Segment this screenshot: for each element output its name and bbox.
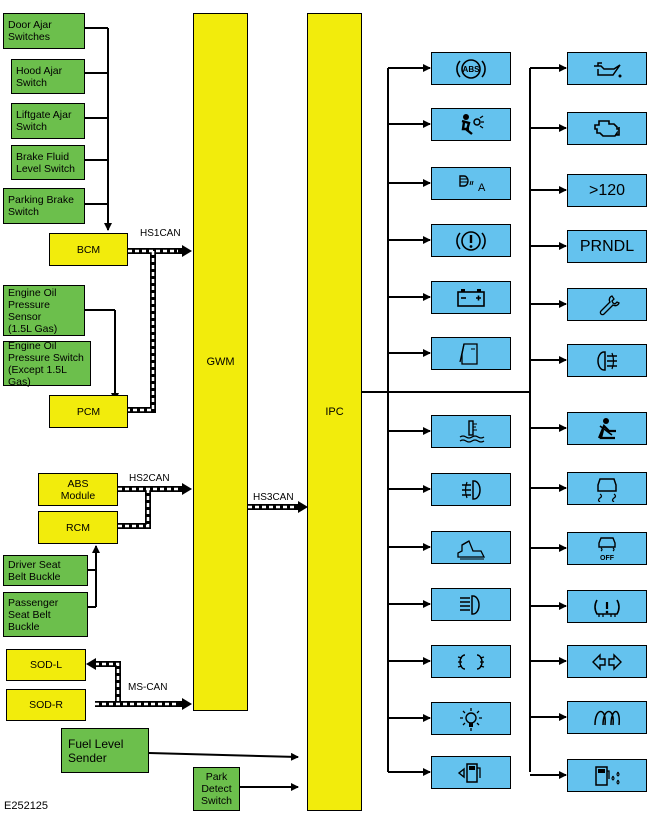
hs1can-label: HS1CAN — [140, 228, 181, 239]
prndl-text-label: PRNDL — [579, 237, 635, 255]
coolant-temperature-icon-glyph — [459, 419, 485, 443]
door-ajar-icon-glyph — [459, 342, 478, 365]
brake-warning-icon-glyph — [456, 230, 486, 251]
parking-lamps-icon — [431, 645, 511, 678]
battery-charging-icon-glyph — [457, 288, 485, 307]
sod-r-module: SOD-R — [6, 689, 86, 721]
auto-high-beam-icon-glyph: A — [459, 174, 486, 194]
auto-high-beam-icon: A — [431, 167, 511, 200]
coolant-temperature-icon — [431, 415, 511, 448]
prndl-text: PRNDL — [567, 230, 647, 263]
ipc-module: IPC — [307, 13, 362, 811]
abs-module: ABS Module — [38, 473, 118, 506]
low-fuel-icon-glyph — [457, 762, 481, 783]
hood-ajar-icon-glyph — [457, 539, 486, 559]
abs-warning-icon-glyph: ABS — [456, 58, 486, 79]
liftgate-ajar-switch: Liftgate Ajar Switch — [11, 103, 85, 139]
driver-seat-belt-buckle: Driver Seat Belt Buckle — [3, 555, 88, 586]
turn-signal-arrows-icon — [567, 645, 647, 678]
check-engine-icon-glyph — [594, 119, 620, 137]
stability-control-off-icon-glyph: OFF — [598, 536, 616, 562]
speed-warning-text: >120 — [567, 174, 647, 207]
svg-text:OFF: OFF — [600, 555, 615, 562]
passenger-seat-belt-buckle: Passenger Seat Belt Buckle — [3, 592, 88, 637]
hood-ajar-switch: Hood Ajar Switch — [11, 59, 85, 94]
stability-control-icon-glyph — [597, 477, 617, 502]
bulb-outage-icon — [431, 702, 511, 735]
bcm-module: BCM — [49, 233, 128, 266]
tire-pressure-icon — [567, 590, 647, 623]
hs3can-label: HS3CAN — [253, 492, 294, 503]
parking-lamps-icon-glyph — [457, 653, 485, 670]
door-ajar-icon — [431, 337, 511, 370]
pcm-module: PCM — [49, 395, 128, 428]
diesel-exhaust-fluid-icon-glyph — [595, 765, 620, 786]
engine-oil-pressure-icon — [567, 52, 647, 85]
gwm-module: GWM — [193, 13, 248, 711]
rear-fog-lamp-icon-glyph — [597, 350, 617, 371]
brake-warning-icon — [431, 224, 511, 257]
front-fog-lamp-icon-glyph — [462, 479, 481, 500]
fuel-level-sender: Fuel Level Sender — [61, 728, 149, 773]
door-ajar-switches: Door Ajar Switches — [3, 13, 85, 49]
parking-brake-switch: Parking Brake Switch — [3, 188, 85, 224]
front-fog-lamp-icon — [431, 473, 511, 506]
hood-ajar-icon — [431, 531, 511, 564]
abs-warning-icon: ABS — [431, 52, 511, 85]
bulb-outage-icon-glyph — [460, 707, 482, 731]
stability-control-off-icon: OFF — [567, 532, 647, 565]
diesel-exhaust-fluid-icon — [567, 759, 647, 792]
ms-can-label: MS-CAN — [128, 682, 168, 693]
rcm-module: RCM — [38, 511, 118, 544]
seat-belt-warning-icon — [567, 412, 647, 445]
glow-plug-icon — [567, 701, 647, 734]
engine-oil-pressure-switch: Engine Oil Pressure Switch (Except 1.5L … — [3, 340, 91, 388]
high-beam-icon — [431, 588, 511, 621]
turn-signal-arrows-icon-glyph — [592, 652, 622, 671]
stability-control-icon — [567, 472, 647, 505]
seat-belt-warning-icon-glyph — [597, 417, 616, 439]
battery-charging-icon — [431, 281, 511, 314]
check-engine-icon — [567, 112, 647, 145]
rear-fog-lamp-icon — [567, 344, 647, 377]
low-fuel-icon — [431, 756, 511, 789]
airbag-warning-icon-glyph — [461, 113, 484, 135]
service-wrench-icon-glyph — [599, 294, 620, 315]
airbag-warning-icon — [431, 108, 511, 141]
svg-text:A: A — [478, 182, 486, 194]
figure-id: E252125 — [4, 800, 49, 812]
glow-plug-icon-glyph — [594, 710, 620, 725]
service-wrench-icon — [567, 288, 647, 321]
speed-warning-text-label: >120 — [588, 181, 626, 199]
park-detect-switch: Park Detect Switch — [193, 767, 240, 811]
engine-oil-pressure-icon-glyph — [594, 61, 622, 77]
tire-pressure-icon-glyph — [594, 599, 620, 617]
brake-fluid-level-switch: Brake Fluid Level Switch — [11, 145, 85, 180]
engine-oil-pressure-sensor: Engine Oil Pressure Sensor (1.5L Gas) — [3, 285, 85, 336]
high-beam-icon-glyph — [460, 594, 480, 615]
svg-text:ABS: ABS — [463, 65, 481, 74]
sod-l-module: SOD-L — [6, 649, 86, 681]
hs2can-label: HS2CAN — [129, 473, 170, 484]
